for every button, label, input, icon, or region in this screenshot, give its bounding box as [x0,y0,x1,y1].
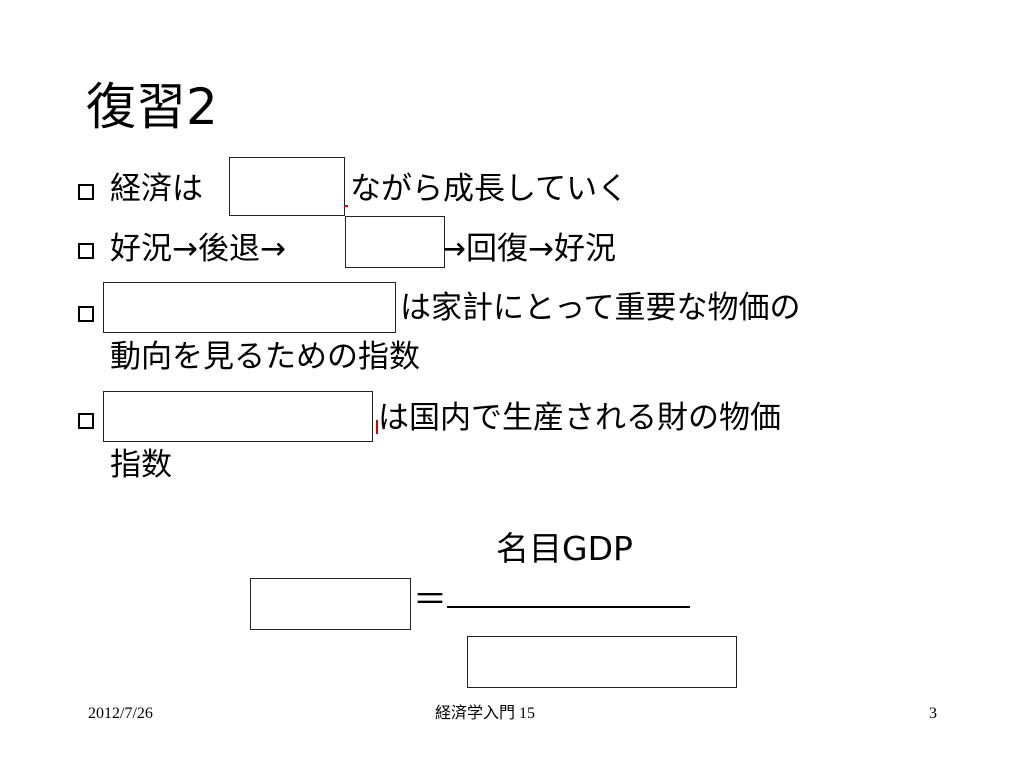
bullet-3-line1: は家計にとって重要な物価の [400,290,801,326]
bullet-1-text: 経済は [110,168,203,210]
bullet-3-line2: 動向を見るための指数 [110,339,420,375]
answer-blank-4 [103,391,373,442]
answer-blank-1 [229,157,345,216]
footer-page-number: 3 [929,705,937,722]
answer-blank-formula-left [250,578,411,630]
bullet-4-line1: は国内で生産される財の物価 [378,400,781,436]
red-mark [344,205,348,207]
bullet-marker [78,413,94,429]
slide-title: 復習2 [86,78,218,136]
answer-blank-2 [345,216,445,268]
formula-numerator: 名目GDP [496,529,633,568]
answer-blank-3 [103,282,396,333]
answer-blank-formula-denominator [467,636,737,688]
bullet-1-tail: ながら成長していく [350,171,629,207]
footer-course: 経済学入門 15 [435,705,536,722]
fraction-line [447,606,690,608]
bullet-marker [78,184,94,200]
footer-date: 2012/7/26 [88,705,153,722]
bullet-marker [78,243,94,259]
bullet-marker [78,306,94,322]
bullet-2-lead: 好況→後退→ [110,231,286,267]
bullet-4-line2: 指数 [110,447,172,483]
bullet-1-lead: 経済は [110,171,203,207]
bullet-2-tail: →回復→好況 [440,231,616,267]
equals-sign: ＝ [413,580,447,620]
red-mark [372,420,378,434]
